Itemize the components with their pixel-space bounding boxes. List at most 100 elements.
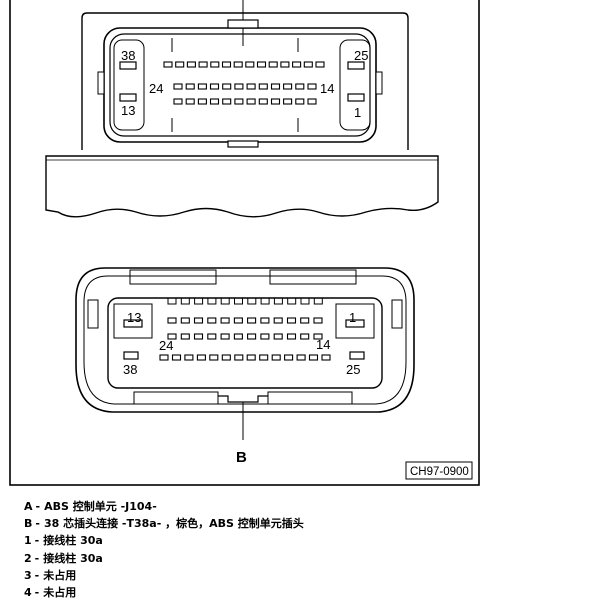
pin-contact (198, 61, 208, 68)
pin-contact (260, 317, 270, 324)
pin-contact (184, 354, 194, 361)
legend-key: 4 (24, 586, 32, 600)
pin-contact (303, 61, 313, 68)
pin-contact (292, 61, 302, 68)
pin-contact (307, 83, 317, 90)
pin-contact (258, 83, 268, 90)
legend-text: 未占用 (43, 586, 77, 600)
pin-contact (246, 354, 256, 361)
pin-contact (185, 98, 195, 105)
socket-tab-right (375, 71, 383, 95)
pin-contact (268, 61, 278, 68)
pin-contact (222, 83, 232, 90)
pin-contact (283, 83, 293, 90)
pin-contact (286, 317, 297, 324)
legend-item: 4-未占用 (24, 584, 584, 601)
pin-contact (207, 317, 217, 324)
pin-contact (220, 333, 230, 340)
pin-contact (273, 317, 283, 324)
pin-contact (300, 317, 310, 324)
pin-contact (270, 83, 281, 90)
pin-contact (197, 83, 207, 90)
pin-contact (246, 83, 256, 90)
pin-contact (185, 83, 195, 90)
callout-b-label: B (236, 449, 247, 466)
pin-contact (221, 354, 231, 361)
pin-contact (209, 354, 219, 361)
pin-contact (193, 333, 204, 340)
pin-contact (209, 83, 220, 90)
mounting-plate (81, 12, 409, 150)
bottom-pin-label-br: 25 (346, 362, 360, 377)
pin-contact (186, 61, 196, 68)
pin-contact (286, 333, 297, 340)
bottom-row2-left-label: 24 (159, 338, 173, 353)
control-unit-housing: 38 25 13 1 24 14 (45, 0, 439, 218)
legend-key: 1 (24, 534, 32, 548)
pin-contact (308, 354, 319, 361)
legend-item: 1-接线柱 30a (24, 532, 584, 549)
bottom-pin-label-tl: 13 (127, 310, 141, 325)
bottom-pin-label-bl: 38 (123, 362, 137, 377)
pin-contact (221, 61, 232, 68)
pin-contact (284, 354, 294, 361)
pin-contact (222, 98, 232, 105)
legend-separator: - (34, 568, 40, 582)
pin-contact (307, 98, 317, 105)
legend-separator: - (34, 534, 40, 548)
housing-body (45, 155, 439, 218)
top-row2-right-label: 14 (320, 81, 334, 96)
legend-text: 接线柱 30a (43, 534, 103, 548)
pin-contact (175, 61, 185, 68)
top-pin-label-bl: 13 (121, 103, 135, 118)
pin-contact (233, 61, 243, 68)
socket-latch-bottom (227, 140, 259, 148)
pin-contact (193, 317, 204, 324)
figure-frame (9, 0, 480, 486)
legend-item: B-38 芯插头连接 -T38a- ，棕色，ABS 控制单元插头 (24, 515, 584, 532)
legend-key: 3 (24, 568, 32, 582)
pin-contact (233, 317, 243, 324)
pin-contact (271, 354, 281, 361)
plug-outer-inner (83, 275, 407, 405)
pin-contact (313, 333, 323, 340)
pin-contact (163, 61, 173, 68)
pin-contact (315, 61, 325, 68)
pin-contact (207, 333, 217, 340)
pin-contact (245, 61, 255, 68)
legend: A-ABS 控制单元 -J104-B-38 芯插头连接 -T38a- ，棕色，A… (24, 498, 584, 601)
bottom-pin-label-tr: 1 (349, 310, 356, 325)
legend-item: 3-未占用 (24, 567, 584, 584)
pin-contact (256, 61, 267, 68)
pin-contact (171, 354, 182, 361)
legend-item: A-ABS 控制单元 -J104- (24, 498, 584, 515)
legend-text: 接线柱 30a (43, 551, 103, 565)
pin-contact (197, 98, 207, 105)
plug-outer (75, 267, 415, 413)
pin-contact (283, 98, 293, 105)
legend-item: 2-接线柱 30a (24, 550, 584, 567)
socket-tab-left (97, 71, 105, 95)
pin-contact (173, 83, 183, 90)
legend-separator: - (34, 586, 40, 600)
pin-contact (247, 317, 257, 324)
pin-contact (209, 98, 220, 105)
legend-separator: - (35, 500, 41, 513)
pin-contact (295, 98, 305, 105)
pin-contact (180, 317, 190, 324)
pin-contact (259, 354, 269, 361)
pin-contact (260, 333, 270, 340)
pin-contact (234, 98, 244, 105)
legend-separator: - (35, 517, 40, 531)
pin-contact (321, 354, 331, 361)
pin-contact (280, 61, 290, 68)
legend-text: ABS 控制单元 -J104- (44, 500, 157, 513)
pin-contact (196, 354, 206, 361)
pin-contact (273, 333, 283, 340)
plug-pin-face (107, 297, 383, 389)
diagram-svg: 38 25 13 1 24 14 13 1 (9, 0, 480, 486)
pin-contact (295, 83, 305, 90)
figure-code: CH97-0900 (410, 466, 469, 478)
pin-contact (220, 317, 230, 324)
pin-contact (247, 333, 257, 340)
